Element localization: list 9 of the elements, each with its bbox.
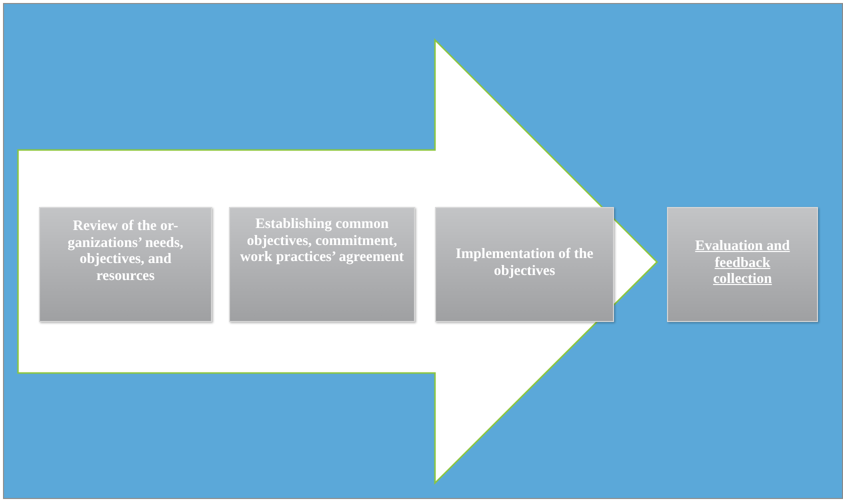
box-label: Evaluation and feedback collection [694, 238, 791, 288]
box-label: Establishing common objectives, commitment, work practices’ agreement [240, 216, 404, 266]
process-box [39, 207, 212, 322]
process-box [435, 207, 614, 322]
box-label: Review of the or- ganizations’ needs, objectives, and resources [66, 218, 184, 285]
arrow-shape [18, 38, 659, 485]
box-label: Implementation of the objectives [454, 246, 594, 280]
process-box [667, 207, 818, 322]
process-box [229, 207, 415, 322]
